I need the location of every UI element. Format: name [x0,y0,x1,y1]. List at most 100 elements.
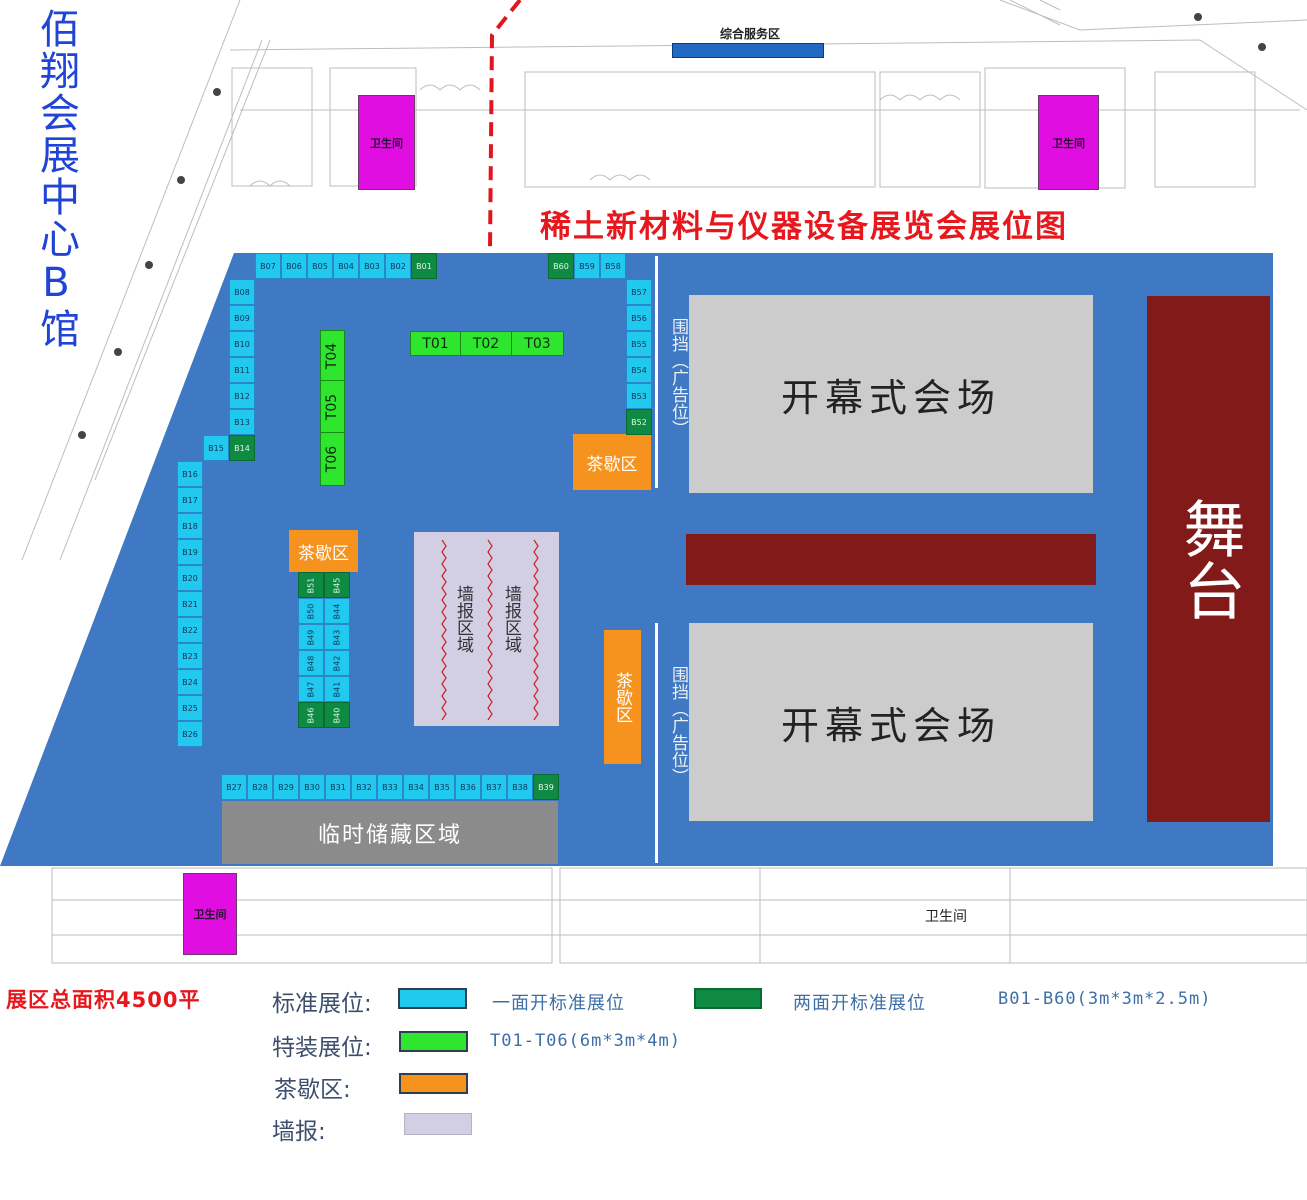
booth-label: B08 [234,287,250,297]
booth-b30[interactable]: B30 [299,774,325,800]
booth-b34[interactable]: B34 [403,774,429,800]
booth-b17[interactable]: B17 [177,487,203,513]
booth-b29[interactable]: B29 [273,774,299,800]
legend-two-side: 两面开标准展位 [793,993,926,1014]
booth-label: B01 [416,261,432,271]
total-area: 展区总面积4500平 [6,988,201,1012]
booth-label: B53 [631,391,647,401]
booth-label: B55 [631,339,647,349]
booth-b43[interactable]: B43 [324,624,350,650]
stage: 舞台 [1147,296,1270,822]
booth-b12[interactable]: B12 [229,383,255,409]
booth-b55[interactable]: B55 [626,331,652,357]
booth-label: B11 [234,365,250,375]
booth-b60[interactable]: B60 [548,253,574,279]
legend-tea-label: 茶歇区: [274,1077,351,1103]
booth-b57[interactable]: B57 [626,279,652,305]
booth-b27[interactable]: B27 [221,774,247,800]
booth-b02[interactable]: B02 [385,253,411,279]
booth-label: B12 [234,391,250,401]
booth-b37[interactable]: B37 [481,774,507,800]
booth-b36[interactable]: B36 [455,774,481,800]
service-area-label: 综合服务区 [719,27,780,41]
booth-b33[interactable]: B33 [377,774,403,800]
booth-label: B20 [182,573,198,583]
booth-b42[interactable]: B42 [324,650,350,676]
booth-b48[interactable]: B48 [298,650,324,676]
special-booth-t02[interactable]: T02 [460,331,512,356]
booth-b15[interactable]: B15 [203,435,229,461]
booth-b59[interactable]: B59 [574,253,600,279]
booth-b22[interactable]: B22 [177,617,203,643]
venue-title: 佰翔会展中心B馆 [33,8,79,350]
booth-label: B45 [332,577,342,593]
booth-b39[interactable]: B39 [533,774,559,800]
special-booth-t06-label: T06 [324,445,341,473]
booth-b19[interactable]: B19 [177,539,203,565]
booth-b35[interactable]: B35 [429,774,455,800]
legend-special-spec: T01-T06(6m*3m*4m) [490,1031,681,1051]
booth-b28[interactable]: B28 [247,774,273,800]
booth-b58[interactable]: B58 [600,253,626,279]
special-booth-t06[interactable]: T06 [320,432,345,486]
booth-label: B40 [332,707,342,723]
service-area-bar [672,43,824,58]
booth-label: B48 [306,655,316,671]
special-booth-t03[interactable]: T03 [511,331,564,356]
booth-b24[interactable]: B24 [177,669,203,695]
booth-b04[interactable]: B04 [333,253,359,279]
legend-wall-swatch [404,1113,472,1135]
booth-label: B33 [382,782,398,792]
booth-b01[interactable]: B01 [411,253,437,279]
restroom-top-right: 卫生间 [1038,95,1099,190]
booth-b54[interactable]: B54 [626,357,652,383]
booth-b40[interactable]: B40 [324,702,350,728]
booth-b20[interactable]: B20 [177,565,203,591]
booth-b05[interactable]: B05 [307,253,333,279]
booth-label: B58 [605,261,621,271]
booth-label: B59 [579,261,595,271]
booth-b51[interactable]: B51 [298,572,324,598]
restroom-top-left: 卫生间 [358,95,415,190]
booth-b21[interactable]: B21 [177,591,203,617]
booth-b45[interactable]: B45 [324,572,350,598]
booth-b18[interactable]: B18 [177,513,203,539]
booth-label: B46 [306,707,316,723]
booth-b38[interactable]: B38 [507,774,533,800]
special-booth-t01[interactable]: T01 [410,331,461,356]
booth-b06[interactable]: B06 [281,253,307,279]
opening-hall-top: 开幕式会场 [689,295,1093,493]
booth-b13[interactable]: B13 [229,409,255,435]
booth-b44[interactable]: B44 [324,598,350,624]
booth-b03[interactable]: B03 [359,253,385,279]
booth-b23[interactable]: B23 [177,643,203,669]
booth-b56[interactable]: B56 [626,305,652,331]
special-booth-t04[interactable]: T04 [320,330,345,381]
special-booth-t05[interactable]: T05 [320,380,345,433]
booth-b07[interactable]: B07 [255,253,281,279]
booth-label: B56 [631,313,647,323]
booth-label: B34 [408,782,424,792]
booth-label: B31 [330,782,346,792]
booth-b10[interactable]: B10 [229,331,255,357]
booth-b31[interactable]: B31 [325,774,351,800]
booth-b49[interactable]: B49 [298,624,324,650]
booth-b41[interactable]: B41 [324,676,350,702]
booth-b25[interactable]: B25 [177,695,203,721]
booth-b46[interactable]: B46 [298,702,324,728]
booth-label: B06 [286,261,302,271]
booth-b50[interactable]: B50 [298,598,324,624]
booth-b47[interactable]: B47 [298,676,324,702]
booth-b53[interactable]: B53 [626,383,652,409]
booth-b26[interactable]: B26 [177,721,203,747]
booth-b14[interactable]: B14 [229,435,255,461]
booth-b52[interactable]: B52 [626,409,652,435]
booth-b11[interactable]: B11 [229,357,255,383]
booth-b08[interactable]: B08 [229,279,255,305]
booth-b09[interactable]: B09 [229,305,255,331]
map-title: 稀土新材料与仪器设备展览会展位图 [540,209,1068,245]
booth-b32[interactable]: B32 [351,774,377,800]
opening-hall-bottom: 开幕式会场 [689,623,1093,821]
booth-b16[interactable]: B16 [177,461,203,487]
